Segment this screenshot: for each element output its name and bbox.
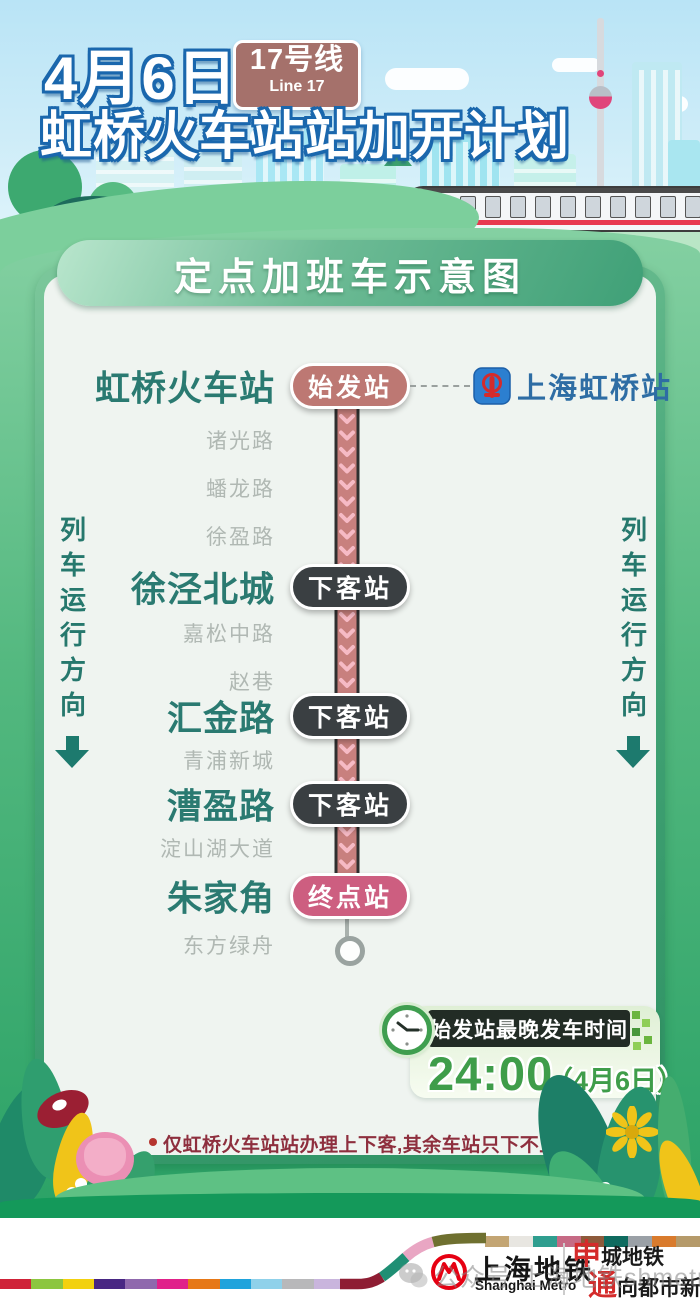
route-tail-line [345,910,349,938]
line-17-badge-en: Line 17 [269,78,325,95]
pixel-deco [633,1042,641,1050]
dome [384,148,412,166]
down-arrow-icon [65,736,79,750]
footnote-text: 仅虹桥火车站站办理上下客,其余车站只下不上。 [163,1135,579,1156]
yellow-flower [606,1106,658,1158]
pixel-deco [644,1036,652,1044]
direction-text: 列车运行方向 [56,516,87,726]
direction-label-right: 列车运行方向 [605,516,661,768]
panel-title-pill: 定点加班车示意图 [57,240,643,306]
station-badge-origin: 始发站 [290,363,410,409]
tower-antenna-dot [597,70,604,77]
pixel-deco [632,1028,640,1036]
station-badge-dropoff: 下客站 [290,693,410,739]
poster-title: 虹桥火车站站加开计划 [40,108,571,166]
route-end-circle [335,936,365,966]
station-label-minor: 蟠龙路 [206,478,275,501]
metro-lines-stripe-right [485,1236,700,1247]
station-label-major: 徐泾北城 [130,570,275,610]
footnote-bullet [149,1138,157,1146]
metro-lines-stripe-curve [340,1232,487,1290]
footer-divider [563,1243,565,1295]
dashed-connector [410,385,470,387]
china-railway-logo [473,367,511,405]
footer-slogan: 申城地铁 通向都市新生活 [572,1239,700,1301]
slogan-char-shen: 申 [572,1239,602,1271]
pixel-deco [642,1019,650,1027]
pixel-deco [632,1011,640,1019]
station-label-minor: 嘉松中路 [183,623,275,646]
station-label-minor: 诸光路 [206,430,275,453]
station-badge-dropoff: 下客站 [290,781,410,827]
station-badge-terminus: 终点站 [290,873,410,919]
pink-flower-petal [84,1138,126,1176]
line-17-badge-cn: 17号线 [249,44,345,76]
departure-time: 24:00 [428,1047,554,1100]
watermark-text: 公众号 上海地铁shmetro [434,1264,700,1292]
departure-label: 始发站最晚发车时间 [430,1018,628,1042]
down-arrow-icon [616,750,650,768]
slogan-char-tong: 通 [588,1270,618,1301]
shanghai-metro-logo [431,1254,467,1290]
slogan-line2: 向都市新生活 [617,1276,700,1300]
pearl-tower [597,18,604,230]
brand-name-cn: 上海地铁 [474,1255,594,1285]
station-label-minor: 青浦新城 [183,750,275,773]
station-label-major: 虹桥火车站 [94,369,275,409]
down-arrow-icon [626,736,640,750]
panel-title: 定点加班车示意图 [173,256,526,299]
station-badge-dropoff: 下客站 [290,564,410,610]
station-label-minor: 东方绿舟 [183,935,275,958]
wechat-icon [399,1263,428,1288]
tower-sphere-top [589,86,612,109]
direction-label-left: 列车运行方向 [44,516,100,768]
direction-text: 列车运行方向 [617,516,648,726]
metro-lines-stripe-left [0,1279,345,1289]
departure-label-bar: 始发站最晚发车时间 [428,1010,630,1047]
railway-station-label: 上海虹桥站 [517,373,673,405]
down-arrow-icon [55,750,89,768]
poster-date: 4月6日 [44,45,239,112]
station-label-minor: 淀山湖大道 [160,838,275,861]
cloud [385,68,469,90]
station-label-minor: 徐盈路 [206,526,275,549]
brand-name-en: Shanghai Metro [475,1278,577,1293]
slogan-line1: 城地铁 [601,1245,665,1269]
line-17-badge: 17号线 Line 17 [233,40,361,110]
watermark: 公众号 上海地铁shmetro [398,1258,700,1294]
grass [0,1193,700,1218]
station-label-major: 朱家角 [166,879,275,919]
station-label-major: 漕盈路 [166,787,275,827]
station-label-major: 汇金路 [166,699,275,739]
station-label-minor: 赵巷 [229,671,275,694]
cloud [552,58,600,72]
clock-icon [382,1005,432,1055]
